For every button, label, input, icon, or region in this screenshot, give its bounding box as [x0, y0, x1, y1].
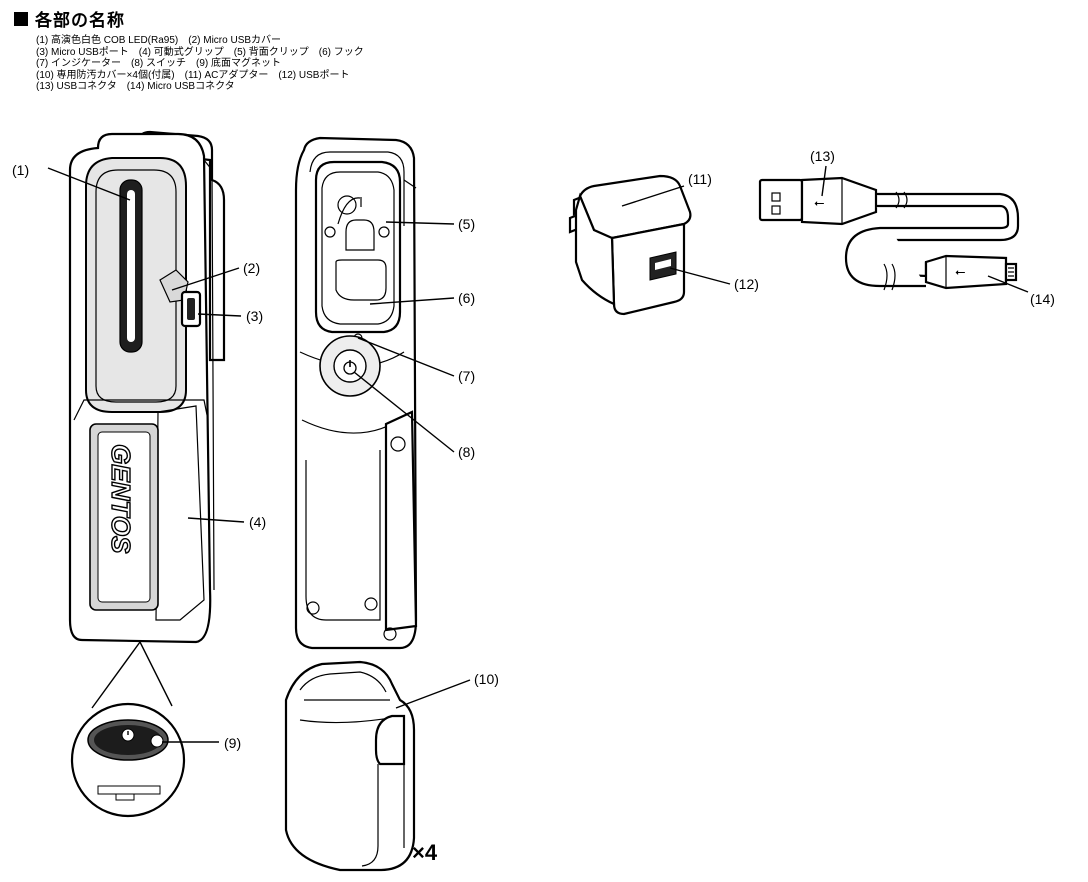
- callout-7: (7): [458, 368, 475, 384]
- parts-list-line-3: (7) インジケーター (8) スイッチ (9) 底面マグネット: [36, 58, 281, 69]
- callout-11: (11): [688, 171, 712, 187]
- page-title: 各部の名称: [35, 11, 125, 30]
- hook-icon: [337, 195, 357, 215]
- callout-2: (2): [243, 260, 260, 276]
- callout-leaders: [47, 165, 1029, 743]
- cover-quantity: ×4: [412, 840, 438, 865]
- callout-9: (9): [224, 735, 241, 751]
- callout-labels: (1) (2) (3) (4) (5) (6) (7) (8) (9) (10)…: [12, 148, 1055, 751]
- protective-cover: ×4: [284, 660, 438, 872]
- gentos-logo: GENTOS: [106, 444, 136, 554]
- callout-3: (3): [246, 308, 263, 324]
- callout-4: (4): [249, 514, 266, 530]
- bottom-magnet-detail: [70, 641, 186, 818]
- ac-adapter: [568, 174, 692, 316]
- parts-list-line-2: (3) Micro USBポート (4) 可動式グリップ (5) 背面クリップ …: [36, 46, 364, 58]
- light-front-view: GENTOS: [68, 130, 226, 644]
- parts-list: (1) 高演色白色 COB LED(Ra95) (2) Micro USBカバー…: [36, 35, 634, 93]
- parts-list-line-1: (1) 高演色白色 COB LED(Ra95) (2) Micro USBカバー: [36, 35, 282, 46]
- callout-10: (10): [474, 671, 499, 687]
- usb-trident-icon: ⭠: [955, 265, 965, 280]
- callout-6: (6): [458, 290, 475, 306]
- callout-8: (8): [458, 444, 475, 460]
- parts-header: 各部の名称 (1) 高演色白色 COB LED(Ra95) (2) Micro …: [14, 6, 634, 93]
- light-back-view: [294, 136, 418, 650]
- callout-13: (13): [810, 148, 835, 164]
- callout-14: (14): [1030, 291, 1055, 307]
- callout-1: (1): [12, 162, 29, 178]
- parts-list-line-4: (10) 専用防汚カバー×4個(付属) (11) ACアダプター (12) US…: [36, 69, 350, 81]
- title-row: 各部の名称: [14, 6, 634, 31]
- usb-trident-icon: ⭠: [814, 196, 824, 211]
- usb-cable: ⭠ ⭠: [758, 176, 1020, 291]
- callout-12: (12): [734, 276, 759, 292]
- usb-a-plug: [758, 178, 804, 222]
- title-square-icon: [14, 11, 28, 26]
- parts-list-line-5: (13) USBコネクタ (14) Micro USBコネクタ: [36, 81, 235, 92]
- callout-5: (5): [458, 216, 475, 232]
